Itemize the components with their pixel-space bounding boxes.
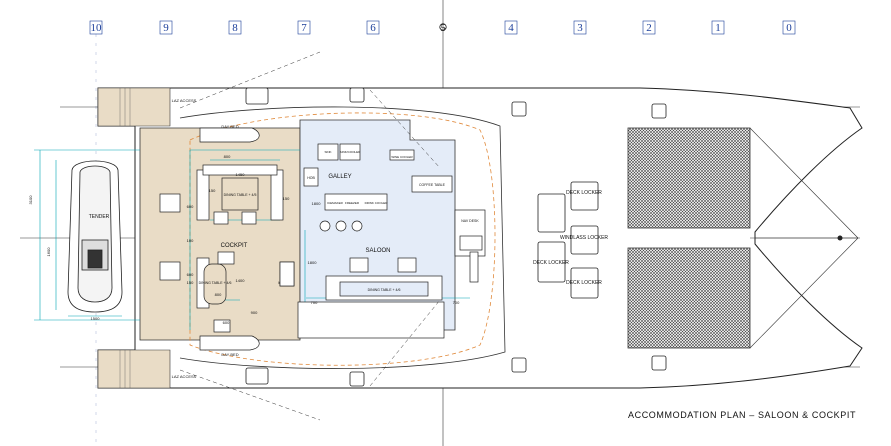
dim-lower-gap: 150 (187, 280, 194, 285)
station-5: 5 (440, 22, 446, 34)
dim-step-width: 600 (223, 320, 230, 325)
trampoline-starboard (627, 247, 751, 349)
deck-locker-3: DECK LOCKER (566, 280, 602, 286)
station-4: 4 (508, 22, 514, 34)
coffee-table-label: COFFEE TABLE (419, 183, 446, 187)
dim-tender-length: 3100 (28, 195, 33, 205)
dim-lower-table-width: 1400 (236, 278, 246, 283)
day-bed-top (199, 127, 260, 143)
station-0: 0 (786, 22, 792, 34)
station-7: 7 (301, 22, 307, 34)
galley-furniture (279, 143, 415, 287)
laz-access-top: LAZ ACCESS (172, 98, 197, 103)
station-boxes (89, 20, 796, 35)
deck-locker-1: DECK LOCKER (566, 190, 602, 196)
freezer-label: FREEZER (345, 201, 360, 205)
cockpit-furniture (159, 164, 295, 333)
nav-desk-label: NAV DESK (461, 219, 479, 223)
station-3: 3 (577, 22, 583, 34)
dim-cockpit-step: 100 (187, 238, 194, 243)
sink-label: SINK (324, 150, 331, 154)
day-bed-bottom (199, 335, 260, 351)
saloon-label: SALOON (365, 248, 390, 254)
dim-tender-width: 1500 (91, 316, 101, 321)
dim-upper-table-depth: 1450 (236, 172, 246, 177)
dim-saloon-clear-left: 700 (311, 300, 318, 305)
dim-upper-table-width: 800 (224, 154, 231, 159)
coachroof (179, 106, 506, 369)
dim-lower-side: 600 (187, 272, 194, 277)
deck-hatches (245, 87, 667, 387)
cockpit-label: COCKPIT (221, 243, 248, 249)
saloon-table-label: DINING TABLE + 4/6 (368, 288, 401, 292)
tender (67, 160, 123, 313)
sink-cooler-label: SINK/COOLER (340, 150, 361, 154)
dim-galley-depth: 1800 (312, 201, 322, 206)
deck-locker-2: DECK LOCKER (533, 260, 569, 266)
dim-cockpit-clear: 900 (251, 310, 258, 315)
station-labels: 10 9 8 7 6 5 4 3 2 1 0 (91, 22, 793, 34)
dim-upper-side: 600 (187, 204, 194, 209)
dim-galley-offset: 150 (283, 196, 290, 201)
dim-saloon-depth: 1800 (308, 260, 318, 265)
tender-label: TENDER (89, 214, 110, 220)
windlass-locker: WINDLASS LOCKER (560, 235, 608, 241)
icemaker-label: ICEMAKER (327, 201, 344, 205)
drink-cooler-label: DRINK COOLER (365, 201, 389, 205)
interior-outline (189, 112, 496, 366)
cockpit-table-lower: DINING TABLE + 4/6 (199, 281, 232, 285)
midship-marker (439, 23, 447, 31)
station-2: 2 (646, 22, 652, 34)
forestay-point (837, 235, 843, 241)
station-9: 9 (163, 22, 169, 34)
day-bed-bottom-label: DAY BED (221, 352, 238, 357)
laz-access-bottom: LAZ ACCESS (172, 374, 197, 379)
plan-caption: ACCOMMODATION PLAN – SALOON & COCKPIT (628, 410, 857, 420)
station-1: 1 (715, 22, 721, 34)
sweep-lines (179, 51, 441, 421)
wine-cooler-label: WINE COOLER (391, 155, 413, 159)
dim-lower-table: 800 (215, 292, 222, 297)
galley-label: GALLEY (328, 174, 351, 180)
trampoline-port (627, 127, 751, 229)
transom-steps (97, 87, 171, 389)
dim-upper-gap: 150 (209, 188, 216, 193)
hob-label: HOB (307, 176, 315, 180)
lockers (537, 181, 599, 299)
cockpit-table-upper: DINING TABLE + 4/5 (224, 193, 257, 197)
dim-saloon-clear-right: 700 (453, 300, 460, 305)
station-8: 8 (232, 22, 238, 34)
station-10: 10 (91, 22, 103, 34)
saloon-furniture (297, 175, 486, 339)
station-6: 6 (370, 22, 376, 34)
day-bed-top-label: DAY BED (221, 124, 238, 129)
dim-tender-beam: 1600 (46, 247, 51, 257)
transom-lines (119, 88, 131, 388)
